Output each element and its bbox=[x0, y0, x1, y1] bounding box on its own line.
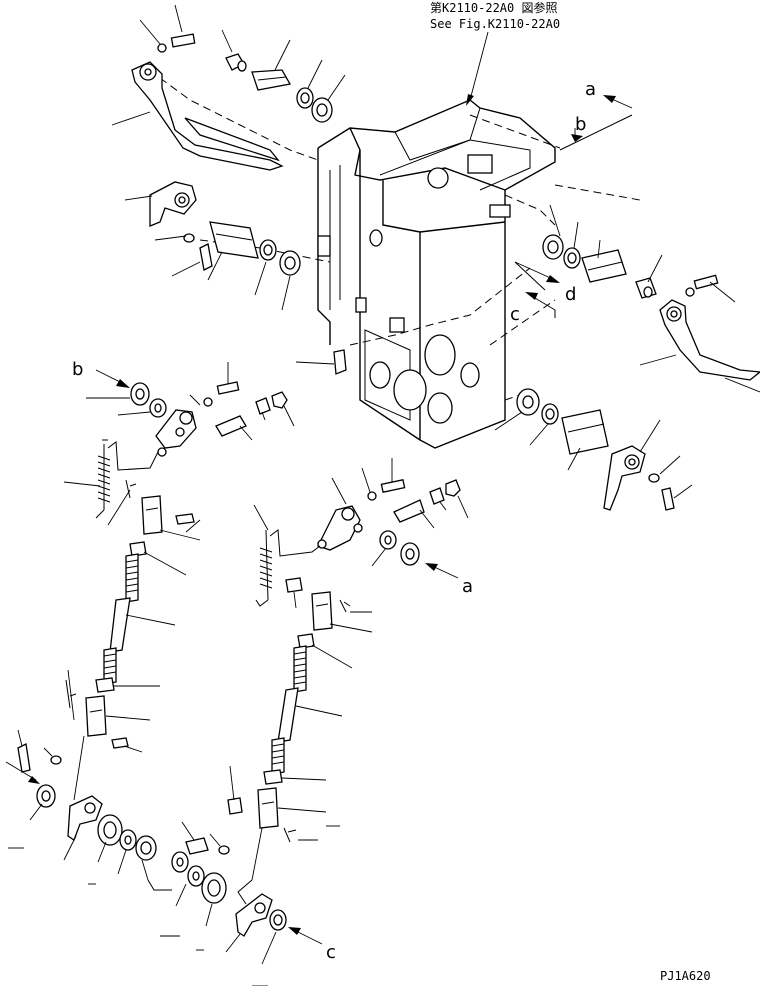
reference-note-en: See Fig.K2110-22A0 bbox=[430, 17, 560, 31]
right-lower-shaft-assembly bbox=[494, 388, 693, 511]
reference-note-jp: 第K2110-22A0 図参照 bbox=[430, 0, 557, 15]
view-d: d bbox=[514, 261, 576, 305]
reference-note: 第K2110-22A0 図参照 See Fig.K2110-22A0 bbox=[430, 0, 560, 106]
switch-part bbox=[295, 349, 347, 375]
left-linkage-assembly: b bbox=[5, 359, 295, 891]
label-a-mid: a bbox=[462, 576, 473, 597]
view-a-top: a bbox=[559, 79, 633, 151]
left-pedal-assembly bbox=[111, 4, 346, 171]
label-b-left: b bbox=[72, 359, 83, 380]
label-d: d bbox=[565, 284, 576, 305]
label-c-top: c bbox=[510, 304, 520, 325]
view-b-top: b bbox=[571, 114, 586, 142]
label-a-top: a bbox=[585, 79, 596, 100]
right-pedal-assembly bbox=[542, 204, 760, 393]
center-linkage-assembly: a bbox=[160, 458, 473, 986]
label-b-top: b bbox=[575, 114, 586, 135]
main-housing bbox=[317, 99, 556, 449]
left-shaft-assembly bbox=[124, 181, 301, 311]
drawing-code: PJ1A620 bbox=[660, 969, 711, 983]
label-c-bottom: c bbox=[326, 942, 336, 963]
view-c-top: c bbox=[510, 292, 556, 325]
